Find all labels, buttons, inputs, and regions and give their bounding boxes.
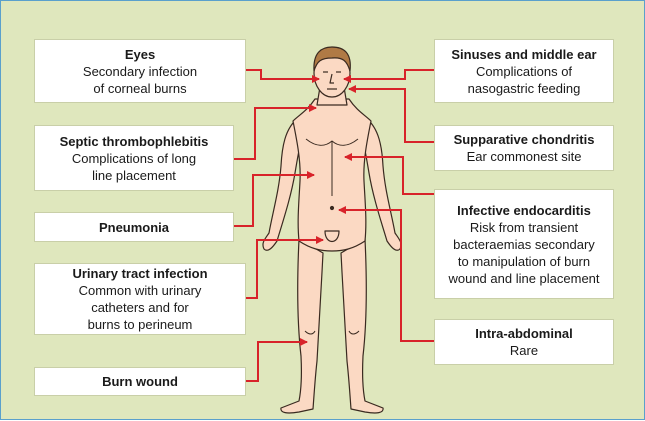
label-burn-wound: Burn wound [34, 367, 246, 396]
human-figure [263, 47, 401, 413]
label-intra-abdominal: Intra-abdominal Rare [434, 319, 614, 365]
label-chondritis-title: Supparative chondritis [454, 131, 595, 148]
arrow-eyes [246, 70, 319, 79]
arrow-burn [246, 342, 307, 381]
label-infective-endocarditis: Infective endocarditis Risk from transie… [434, 189, 614, 299]
label-septic-desc: Complications of long line placement [72, 150, 196, 184]
label-chondritis-desc: Ear commonest site [467, 148, 582, 165]
label-pneumonia: Pneumonia [34, 212, 234, 242]
left-leg [281, 239, 323, 413]
label-abdominal-desc: Rare [510, 342, 538, 359]
label-uti-title: Urinary tract infection [72, 265, 207, 282]
label-eyes: Eyes Secondary infection of corneal burn… [34, 39, 246, 103]
label-sinuses-title: Sinuses and middle ear [451, 46, 596, 63]
right-arm [363, 119, 401, 250]
label-eyes-desc: Secondary infection of corneal burns [83, 63, 197, 97]
label-abdominal-title: Intra-abdominal [475, 325, 573, 342]
label-septic-title: Septic thrombophlebitis [60, 133, 209, 150]
label-endocarditis-title: Infective endocarditis [457, 202, 591, 219]
label-sinuses-desc: Complications of nasogastric feeding [468, 63, 581, 97]
label-pneumonia-title: Pneumonia [99, 219, 169, 236]
label-uti-desc: Common with urinary catheters and for bu… [79, 282, 202, 333]
label-supparative-chondritis: Supparative chondritis Ear commonest sit… [434, 125, 614, 171]
label-urinary-tract-infection: Urinary tract infection Common with urin… [34, 263, 246, 335]
navel [331, 207, 334, 210]
label-burn-title: Burn wound [102, 373, 178, 390]
right-leg [341, 239, 383, 413]
label-septic-thrombophlebitis: Septic thrombophlebitis Complications of… [34, 125, 234, 191]
label-eyes-title: Eyes [125, 46, 155, 63]
label-endocarditis-desc: Risk from transient bacteraemias seconda… [448, 219, 599, 287]
label-sinuses-middle-ear: Sinuses and middle ear Complications of … [434, 39, 614, 103]
left-arm [263, 119, 301, 250]
arrow-sinuses [344, 70, 434, 79]
